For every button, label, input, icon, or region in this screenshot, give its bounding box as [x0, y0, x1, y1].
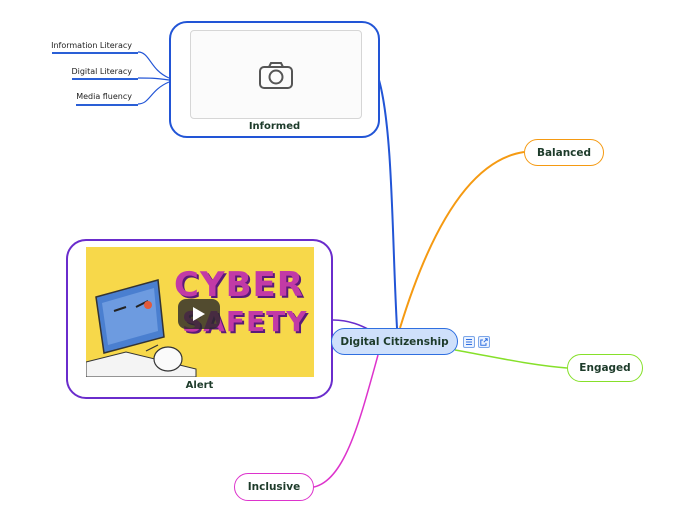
video-thumbnail[interactable]: CYBER SAFETY [86, 247, 314, 377]
informed-node[interactable]: Informed [169, 21, 380, 138]
leaf-information-literacy[interactable]: Information Literacy [51, 41, 132, 50]
connector-leaf-2 [137, 77, 170, 81]
camera-icon [259, 61, 293, 89]
connector-leaf-1 [137, 51, 170, 79]
leaf-underline [72, 78, 138, 80]
play-button[interactable] [178, 299, 220, 329]
leaf-digital-literacy[interactable]: Digital Literacy [71, 67, 132, 76]
inclusive-node[interactable]: Inclusive [234, 473, 314, 501]
connector-informed [378, 79, 398, 329]
connector-leaf-3 [137, 81, 170, 105]
notes-icon [466, 339, 472, 345]
inclusive-label: Inclusive [247, 481, 301, 493]
central-topic[interactable]: Digital Citizenship [331, 328, 458, 355]
external-link-button[interactable] [478, 336, 490, 348]
laptop-illustration [86, 279, 197, 377]
connector-balanced [399, 151, 525, 329]
video-title-line1: CYBER [174, 265, 304, 305]
connector-inclusive [313, 354, 379, 488]
engaged-node[interactable]: Engaged [567, 354, 643, 382]
play-icon [193, 307, 205, 321]
balanced-node[interactable]: Balanced [524, 139, 604, 166]
image-placeholder[interactable] [190, 30, 362, 119]
notes-button[interactable] [463, 336, 475, 348]
leaf-media-fluency[interactable]: Media fluency [76, 92, 132, 101]
informed-label: Informed [248, 121, 301, 132]
balanced-label: Balanced [536, 146, 592, 159]
alert-node[interactable]: CYBER SAFETY Alert [66, 239, 333, 399]
leaf-underline [76, 104, 138, 106]
engaged-label: Engaged [579, 362, 631, 374]
alert-label: Alert [185, 380, 214, 391]
leaf-underline [52, 52, 138, 54]
central-topic-label: Digital Citizenship [340, 335, 449, 348]
connector-engaged [454, 349, 568, 369]
external-link-icon [480, 338, 488, 346]
